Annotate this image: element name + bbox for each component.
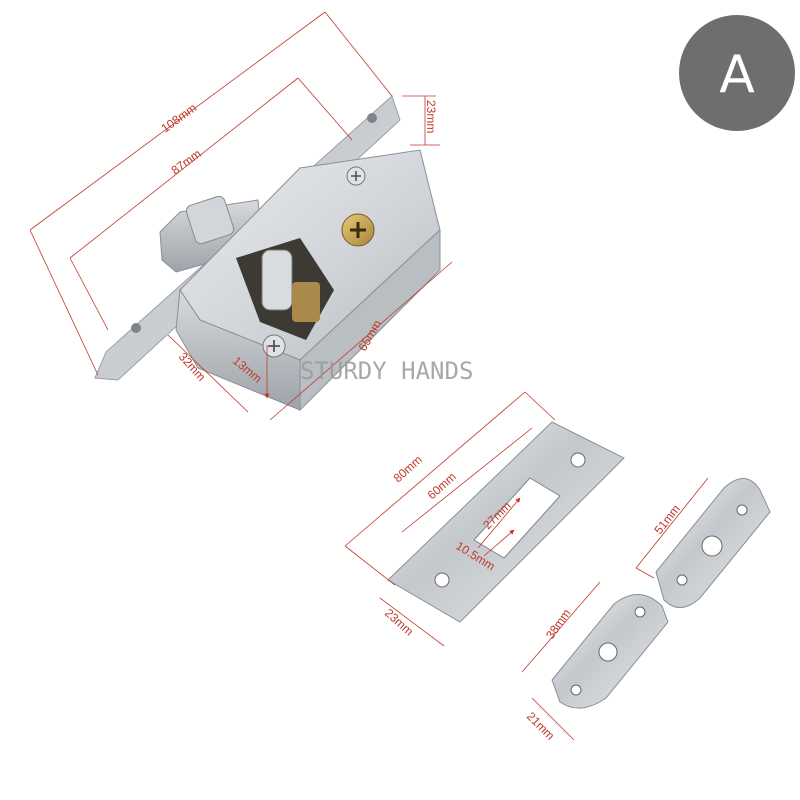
- lock-dimension-lines: [29, 11, 453, 421]
- dim-small-plate-length: 38mm: [543, 606, 574, 641]
- faceplate-hole-icon: [131, 323, 141, 333]
- strike-plate: [387, 421, 625, 623]
- watermark-text: STURDY HANDS: [300, 357, 473, 385]
- screw-slot-icon: [350, 222, 366, 238]
- lock-case-front: [299, 228, 441, 412]
- large-plate-hole-icon: [676, 574, 688, 586]
- large-oval-plate: [655, 478, 771, 608]
- cylinder-roller: [261, 249, 293, 311]
- strike-slot: [473, 477, 561, 559]
- large-plate-dimension-lines: [635, 477, 709, 579]
- badge-circle: [679, 15, 795, 131]
- dim-small-plate-width: 21mm: [524, 709, 557, 742]
- strike-hole-icon: [434, 572, 450, 588]
- faceplate-hole-icon: [367, 113, 377, 123]
- latch-bolt: [185, 195, 235, 245]
- dim-strike-hole-spacing: 60mm: [425, 470, 459, 503]
- dim-large-plate-length: 51mm: [651, 502, 683, 537]
- dim-total-length: 108mm: [159, 101, 200, 136]
- strike-dimension-lines: [344, 391, 556, 647]
- strike-hole-icon: [570, 452, 586, 468]
- badge-letter: A: [719, 45, 755, 105]
- dim-strike-length: 80mm: [391, 453, 425, 486]
- small-oval-plate: [551, 594, 669, 709]
- large-plate-center-hole-icon: [701, 535, 723, 557]
- small-plate-hole-icon: [570, 684, 582, 696]
- dim-strike-width: 23mm: [382, 606, 416, 639]
- small-plate-hole-icon: [634, 606, 646, 618]
- dim-face-width: 23mm: [424, 100, 438, 133]
- cylinder-core: [292, 282, 320, 322]
- small-plate-center-hole-icon: [598, 642, 618, 662]
- dim-face-length: 87mm: [169, 147, 204, 178]
- variant-badge: A: [679, 15, 795, 131]
- mortise-lock: [94, 95, 441, 412]
- small-plate-dimension-lines: [521, 581, 601, 741]
- large-plate-hole-icon: [736, 504, 748, 516]
